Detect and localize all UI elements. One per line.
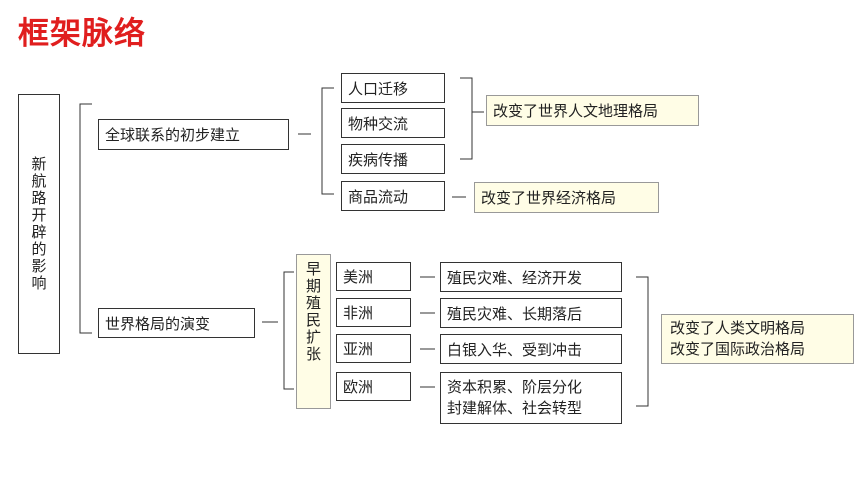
- region-node: 非洲: [336, 298, 411, 327]
- effect-label: 封建解体、社会转型: [447, 399, 583, 417]
- item-label: 疾病传播: [348, 150, 409, 169]
- effect-label: 殖民灾难、长期落后: [447, 304, 583, 323]
- region-label: 美洲: [343, 268, 374, 286]
- result-box: 改变了人类文明格局 改变了国际政治格局: [661, 314, 854, 364]
- item-label: 物种交流: [348, 114, 409, 133]
- region-node: 美洲: [336, 262, 411, 291]
- result-label: 改变了世界经济格局: [481, 189, 617, 207]
- effect-node: 殖民灾难、长期落后: [440, 298, 622, 328]
- region-label: 非洲: [343, 304, 374, 322]
- result-label: 改变了世界人文地理格局: [493, 102, 659, 120]
- root-node: 新航路开辟的影响: [18, 94, 60, 354]
- branch2-node: 世界格局的演变: [98, 308, 255, 338]
- item-label: 人口迁移: [348, 79, 409, 98]
- item-node: 人口迁移: [341, 73, 445, 103]
- result-box: 改变了世界人文地理格局: [486, 95, 699, 126]
- effect-label: 白银入华、受到冲击: [447, 340, 583, 359]
- branch2-label: 世界格局的演变: [105, 314, 211, 333]
- trade-label: 商品流动: [348, 187, 409, 206]
- region-node: 欧洲: [336, 372, 411, 401]
- branch1-node: 全球联系的初步建立: [98, 119, 289, 150]
- colonial-label: 早期殖民扩张: [304, 261, 322, 363]
- result-label: 改变了人类文明格局: [670, 319, 806, 337]
- root-label: 新航路开辟的影响: [29, 156, 48, 292]
- effect-label: 资本积累、阶层分化: [447, 378, 583, 396]
- result-label: 改变了国际政治格局: [670, 340, 806, 358]
- effect-label: 殖民灾难、经济开发: [447, 268, 583, 287]
- colonial-node: 早期殖民扩张: [296, 254, 331, 409]
- region-label: 亚洲: [343, 340, 374, 358]
- branch1-label: 全球联系的初步建立: [105, 126, 241, 144]
- effect-node-europe: 资本积累、阶层分化 封建解体、社会转型: [440, 372, 622, 424]
- item-node: 疾病传播: [341, 144, 445, 174]
- effect-node: 殖民灾难、经济开发: [440, 262, 622, 292]
- item-node: 物种交流: [341, 108, 445, 138]
- trade-node: 商品流动: [341, 181, 445, 211]
- region-node: 亚洲: [336, 334, 411, 363]
- result-box: 改变了世界经济格局: [474, 182, 659, 213]
- page-title: 框架脉络: [18, 16, 146, 52]
- region-label: 欧洲: [343, 378, 374, 396]
- effect-node: 白银入华、受到冲击: [440, 334, 622, 364]
